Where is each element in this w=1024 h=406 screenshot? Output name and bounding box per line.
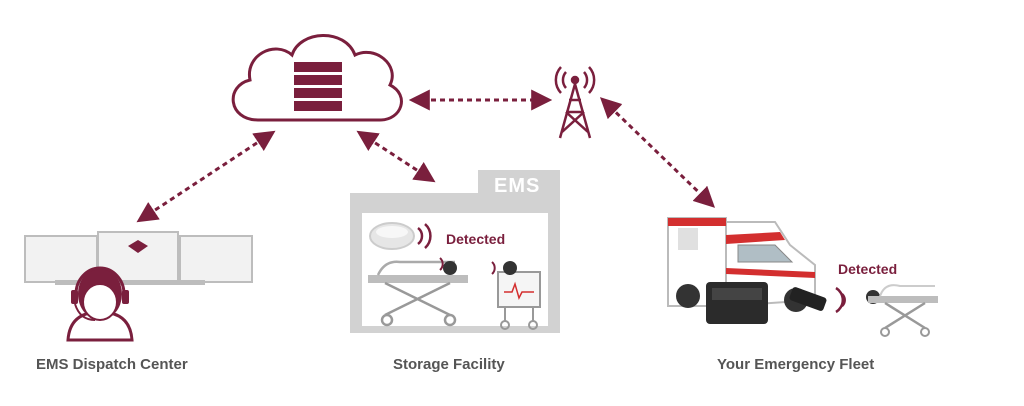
storage-label: Storage Facility [393, 356, 505, 373]
fleet-status-label: Detected [838, 261, 898, 277]
storage-building-icon [350, 170, 560, 333]
connection-cloud-storage [356, 130, 436, 183]
ambulance-icon [667, 217, 827, 324]
dispatcher-monitors-icon [24, 231, 253, 342]
connection-cloud-dispatch [136, 130, 276, 223]
fleet-label: Your Emergency Fleet [717, 356, 875, 373]
connections [136, 89, 716, 223]
cell-tower-icon [554, 66, 596, 139]
fleet-stretcher-icon [835, 284, 938, 337]
storage-status-label: Detected [446, 231, 506, 247]
ems-sign: EMS [494, 175, 541, 197]
dispatch-label: EMS Dispatch Center [36, 356, 188, 373]
connection-tower-fleet [599, 97, 716, 208]
stretcher-icon [368, 260, 468, 327]
cloud-server-icon [231, 34, 403, 122]
